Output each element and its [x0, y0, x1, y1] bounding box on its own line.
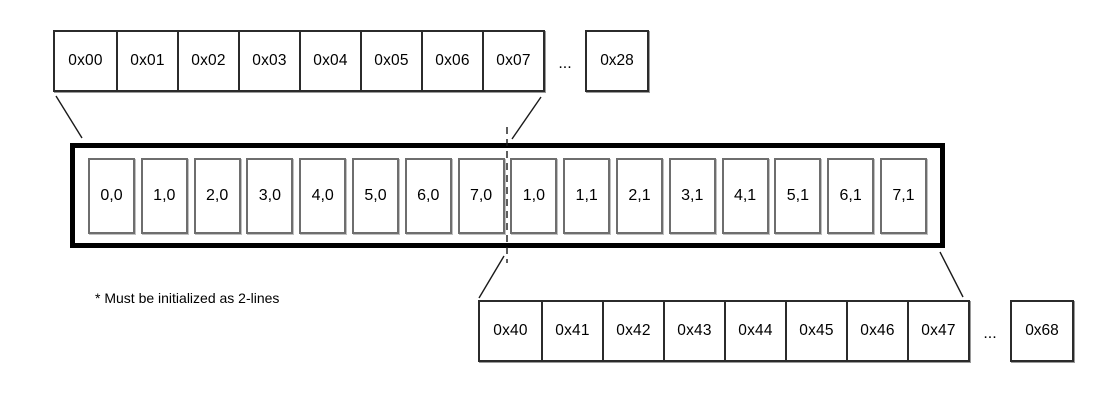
address-cell: 0x46: [846, 302, 907, 360]
line-buffer-cell: 6,0: [404, 157, 452, 234]
line-buffer-cell: 7,0: [457, 157, 505, 234]
top-ellipsis: ...: [558, 55, 572, 72]
top-tail-address-cell: 0x28: [585, 30, 649, 92]
bottom-ellipsis: ...: [983, 325, 997, 342]
line-buffer-cell: 2,1: [615, 157, 663, 234]
address-cell: 0x07: [482, 32, 543, 90]
address-cell: 0x41: [541, 302, 602, 360]
line-buffer-cell: 1,0: [140, 157, 188, 234]
connector-line-top-left: [55, 95, 83, 139]
address-cell: 0x06: [421, 32, 482, 90]
line-buffer-cell: 7,1: [879, 157, 927, 234]
address-cell: 0x02: [177, 32, 238, 90]
address-cell: 0x03: [238, 32, 299, 90]
address-cell: 0x00: [68, 52, 103, 69]
connector-line-bottom-right: [939, 251, 964, 298]
address-cell: 0x42: [602, 302, 663, 360]
line-buffer-cell: 5,1: [774, 157, 822, 234]
line-buffer-cell: 6,1: [827, 157, 875, 234]
line-buffer-cell: 5,0: [351, 157, 399, 234]
connector-line-bottom-left: [478, 255, 505, 299]
line-buffer-cell: 2,0: [193, 157, 241, 234]
address-cell: 0x05: [360, 32, 421, 90]
line-buffer-cell: 0,0: [88, 157, 135, 234]
bottom-tail-address-cell: 0x68: [1010, 300, 1074, 362]
line-buffer-cell: 4,0: [299, 157, 347, 234]
connector-line-top-right: [511, 96, 542, 140]
line-buffer-cell: 1,0: [510, 157, 558, 234]
line-buffer-cell: 1,1: [563, 157, 611, 234]
line-buffer-cell: 3,1: [668, 157, 716, 234]
line-buffer-cell: 3,0: [246, 157, 294, 234]
address-cell: 0x43: [663, 302, 724, 360]
address-cell: 0x47: [907, 302, 968, 360]
address-cell: 0x45: [785, 302, 846, 360]
line-buffer-cell: 4,1: [721, 157, 769, 234]
address-cell: 0x04: [299, 32, 360, 90]
note-text: * Must be initialized as 2-lines: [95, 290, 280, 306]
address-cell: 0x01: [116, 32, 177, 90]
address-cell: 0x40: [493, 322, 528, 339]
address-cell: 0x44: [724, 302, 785, 360]
